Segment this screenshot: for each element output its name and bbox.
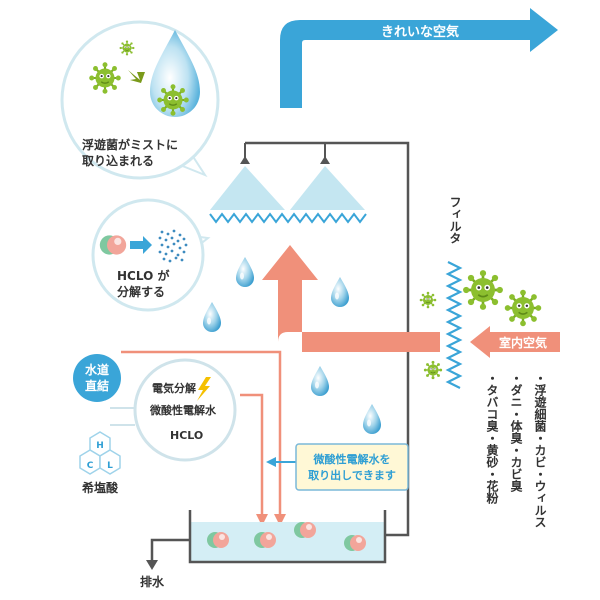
hclo-caption-1: HCLO が	[117, 268, 169, 283]
electrolyzed-water-label: 微酸性電解水	[149, 403, 217, 417]
hclo-molecule-icon	[344, 535, 366, 551]
clean-air-label: きれいな空気	[381, 24, 459, 40]
pollutant-item: ・浮遊細菌・カビ・ウィルス	[533, 372, 547, 528]
germ-icon	[461, 268, 505, 312]
hex-h: H	[96, 441, 104, 451]
droplet	[363, 404, 381, 434]
particles-icon	[158, 229, 188, 263]
pollutant-item: ・タバコ臭・黄砂・花粉	[485, 372, 499, 505]
extract-note-line1: 微酸性電解水を	[313, 452, 391, 466]
pollutant-item: ・ダニ・体臭・カビ臭	[509, 372, 523, 493]
dilute-hcl-label: 希塩酸	[81, 480, 119, 495]
room-air-flow-arrow	[262, 245, 440, 352]
hclo-molecule-icon	[294, 522, 316, 538]
germ-icon	[419, 291, 437, 309]
extract-note-line2: 取り出しできます	[308, 468, 396, 482]
filter-zigzag	[445, 261, 463, 389]
droplet	[311, 366, 329, 396]
filter-label: フィルタ	[448, 196, 462, 244]
drain-label: 排水	[140, 574, 165, 589]
droplet	[236, 257, 254, 287]
electrolysis-unit: 電気分解 微酸性電解水 HCLO	[110, 358, 237, 462]
hclo-bubble: HCLO が 分解する	[91, 198, 211, 312]
drain-pipe	[150, 538, 190, 562]
germ-icon	[503, 288, 543, 328]
hclo-caption-2: 分解する	[117, 284, 165, 299]
mist-drop-icon	[150, 30, 200, 117]
germ-icon	[423, 360, 443, 380]
germ-icon	[88, 61, 122, 95]
hclo-molecule-icon	[254, 532, 276, 548]
hclo-label: HCLO	[170, 429, 203, 442]
arrow-icon	[128, 70, 145, 83]
tap-water-label-1: 水道	[85, 362, 109, 377]
germ-icon	[119, 40, 135, 56]
lightning-icon	[197, 377, 211, 401]
hex-c: C	[87, 461, 94, 471]
water-pipe-inner	[240, 393, 264, 520]
pollutant-list: ・浮遊細菌・カビ・ウィルス ・ダニ・体臭・カビ臭 ・タバコ臭・黄砂・花粉	[485, 372, 547, 528]
electrolysis-label: 電気分解	[152, 381, 196, 395]
mist-capture-bubble: 浮遊菌がミストに 取り込まれる	[60, 20, 220, 180]
water-tank	[188, 510, 387, 564]
room-air-label: 室内空気	[499, 335, 547, 350]
room-air-inlet-arrow	[470, 326, 560, 358]
extract-note-box	[295, 443, 409, 491]
mist-caption-2: 取り込まれる	[82, 153, 154, 168]
hexagon-icon	[79, 431, 121, 475]
tap-water-badge	[73, 354, 121, 402]
arrow-icon	[130, 236, 152, 254]
mist-caption-1: 浮遊菌がミストに	[82, 137, 178, 152]
hex-l: L	[107, 461, 113, 471]
droplet	[203, 302, 221, 332]
mist-nozzles	[210, 143, 365, 210]
spray-zigzag	[209, 212, 367, 224]
hclo-molecule-icon	[207, 532, 229, 548]
droplet	[331, 277, 349, 307]
tap-water-label-2: 直結	[85, 378, 109, 393]
water-pipe	[121, 350, 282, 520]
hclo-molecule-icon	[99, 235, 127, 255]
clean-air-arrow	[280, 8, 558, 108]
germ-icon	[156, 83, 190, 117]
